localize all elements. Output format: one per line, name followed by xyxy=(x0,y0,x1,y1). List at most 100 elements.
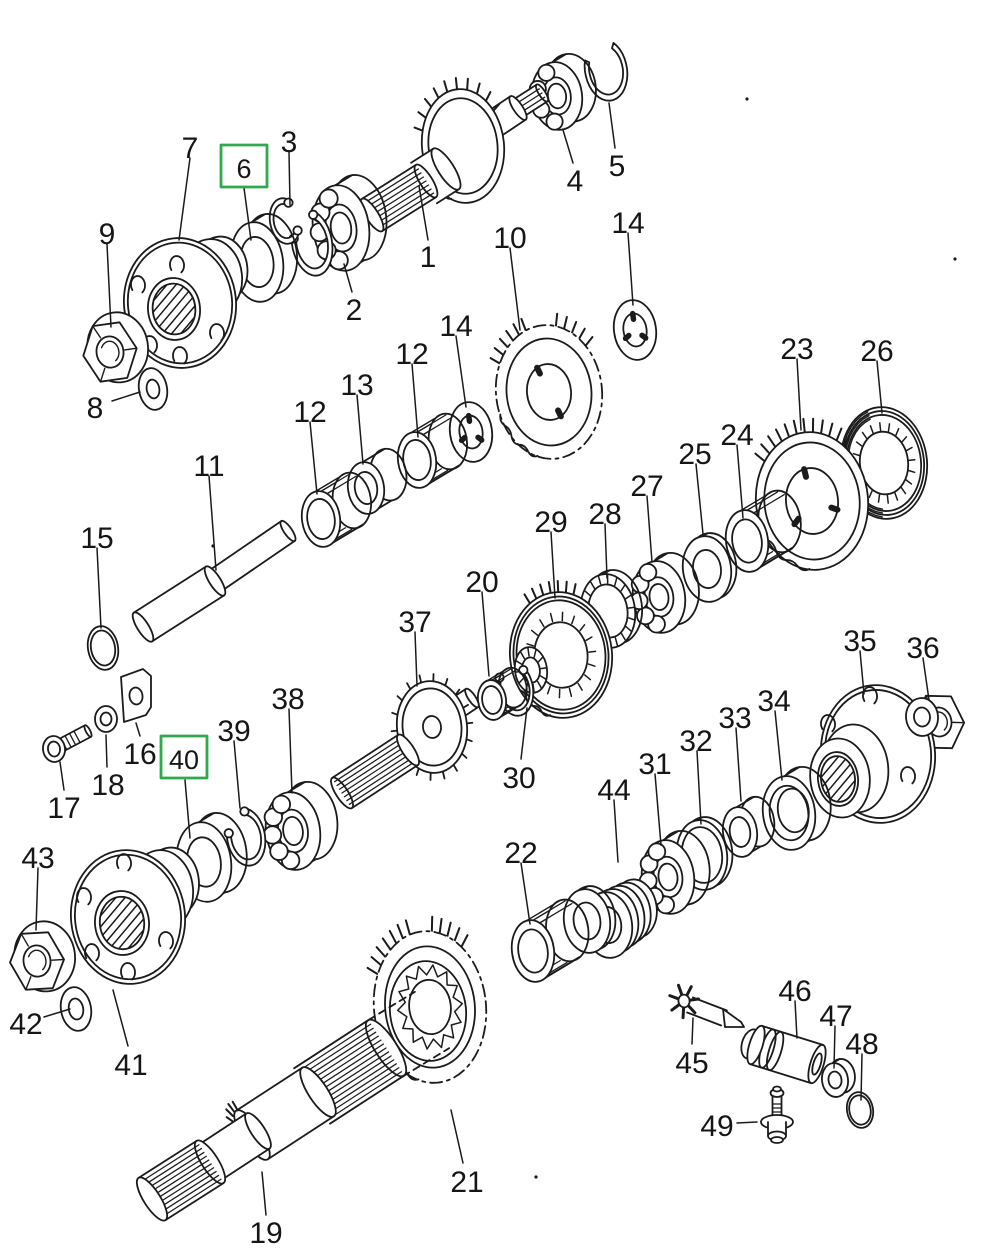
part-number-21: 21 xyxy=(450,1166,483,1199)
part-plate-16 xyxy=(120,668,152,723)
callout-42: 42 xyxy=(9,1008,71,1041)
part-number-42: 42 xyxy=(9,1008,42,1041)
part-number-25a: 25 xyxy=(678,438,711,471)
part-number-8: 8 xyxy=(87,392,104,425)
leader-line xyxy=(736,1121,758,1124)
callout-23: 23 xyxy=(780,333,814,431)
leader-line xyxy=(261,1171,267,1216)
leader-line xyxy=(43,1008,71,1018)
leader-line xyxy=(178,157,191,241)
leader-line xyxy=(233,740,241,809)
callout-32: 32 xyxy=(679,725,713,825)
callout-21: 21 xyxy=(450,1109,484,1199)
part-number-49: 49 xyxy=(700,1110,733,1143)
callout-45: 45 xyxy=(675,1017,709,1080)
callout-13: 13 xyxy=(340,369,374,465)
callout-48: 48 xyxy=(845,1028,879,1101)
leader-line xyxy=(35,867,39,931)
leader-line xyxy=(509,247,521,331)
part-number-38: 38 xyxy=(271,683,304,716)
leader-line xyxy=(794,1000,798,1039)
highlight-box xyxy=(219,143,269,189)
callout-44: 44 xyxy=(597,774,631,863)
leader-line xyxy=(646,495,653,563)
leader-line xyxy=(922,657,930,701)
callout-19: 19 xyxy=(249,1171,283,1250)
leader-line xyxy=(414,631,418,687)
part-gear-21 xyxy=(366,915,488,1084)
part-number-22: 22 xyxy=(504,837,537,870)
leader-line xyxy=(343,263,353,293)
callout-7: 7 xyxy=(178,132,198,241)
part-number-13: 13 xyxy=(340,369,373,402)
callout-9: 9 xyxy=(99,218,115,328)
scan-speck xyxy=(534,1175,538,1179)
callout-1: 1 xyxy=(418,185,437,274)
scan-speck xyxy=(745,97,749,101)
part-thrust-14r xyxy=(612,299,658,361)
part-nut-43 xyxy=(9,920,76,993)
part-number-17: 17 xyxy=(47,792,80,825)
part-shaft-19 xyxy=(135,990,451,1222)
part-number-16: 16 xyxy=(123,738,156,771)
leader-line xyxy=(627,232,634,306)
part-pinion-45 xyxy=(668,983,745,1028)
part-number-33: 33 xyxy=(718,702,751,735)
part-bearing-31 xyxy=(638,830,711,915)
part-circlip-5 xyxy=(583,42,629,102)
callout-40[interactable]: 40 xyxy=(159,734,209,839)
leader-line xyxy=(735,727,742,802)
callout-6[interactable]: 6 xyxy=(219,143,269,241)
callout-2: 2 xyxy=(343,263,362,327)
part-needle-12b xyxy=(396,412,468,489)
callout-4: 4 xyxy=(562,129,583,198)
callout-17: 17 xyxy=(47,761,81,825)
part-oring-48 xyxy=(845,1091,875,1129)
callout-43: 43 xyxy=(21,842,55,931)
callout-14b: 14 xyxy=(439,310,473,408)
callout-5: 5 xyxy=(608,102,625,183)
part-number-45: 45 xyxy=(675,1047,708,1080)
part-number-15: 15 xyxy=(80,522,113,555)
leader-line xyxy=(112,989,129,1047)
part-number-46: 46 xyxy=(778,975,811,1008)
part-flange-7 xyxy=(122,235,249,369)
part-number-12b: 12 xyxy=(293,396,326,429)
part-number-43: 43 xyxy=(21,842,54,875)
part-washer-25u xyxy=(681,532,738,603)
part-number-19: 19 xyxy=(249,1217,282,1250)
part-number-14a: 14 xyxy=(611,207,644,240)
part-number-1: 1 xyxy=(420,241,437,274)
leader-line xyxy=(613,799,619,863)
part-number-48: 48 xyxy=(845,1028,878,1061)
leader-line xyxy=(520,707,528,760)
callout-14a: 14 xyxy=(611,207,645,306)
part-number-36: 36 xyxy=(906,632,939,665)
part-number-26: 26 xyxy=(860,335,893,368)
callout-28: 28 xyxy=(588,498,622,579)
part-thrust-14l xyxy=(448,401,494,463)
part-flange-41 xyxy=(69,846,200,985)
part-hub-23 xyxy=(754,417,870,572)
callout-20: 20 xyxy=(465,566,499,677)
leader-line xyxy=(59,761,65,791)
callout-12a: 12 xyxy=(395,338,429,438)
leader-line xyxy=(481,591,490,677)
leader-line xyxy=(608,102,616,149)
part-housing-46 xyxy=(740,1024,827,1085)
part-number-24: 24 xyxy=(720,419,753,452)
leader-line xyxy=(309,421,318,495)
callout-46: 46 xyxy=(778,975,812,1039)
leader-line xyxy=(696,750,702,825)
part-number-11: 11 xyxy=(193,450,224,483)
part-number-39: 39 xyxy=(217,715,250,748)
part-needle-22 xyxy=(510,898,590,983)
callout-25a: 25 xyxy=(678,438,712,535)
leader-line xyxy=(450,1109,464,1164)
leader-line xyxy=(96,547,102,629)
part-bearing-38 xyxy=(262,780,339,871)
part-number-29: 29 xyxy=(534,506,567,539)
callout-47: 47 xyxy=(819,1000,853,1069)
callout-22: 22 xyxy=(504,837,538,925)
